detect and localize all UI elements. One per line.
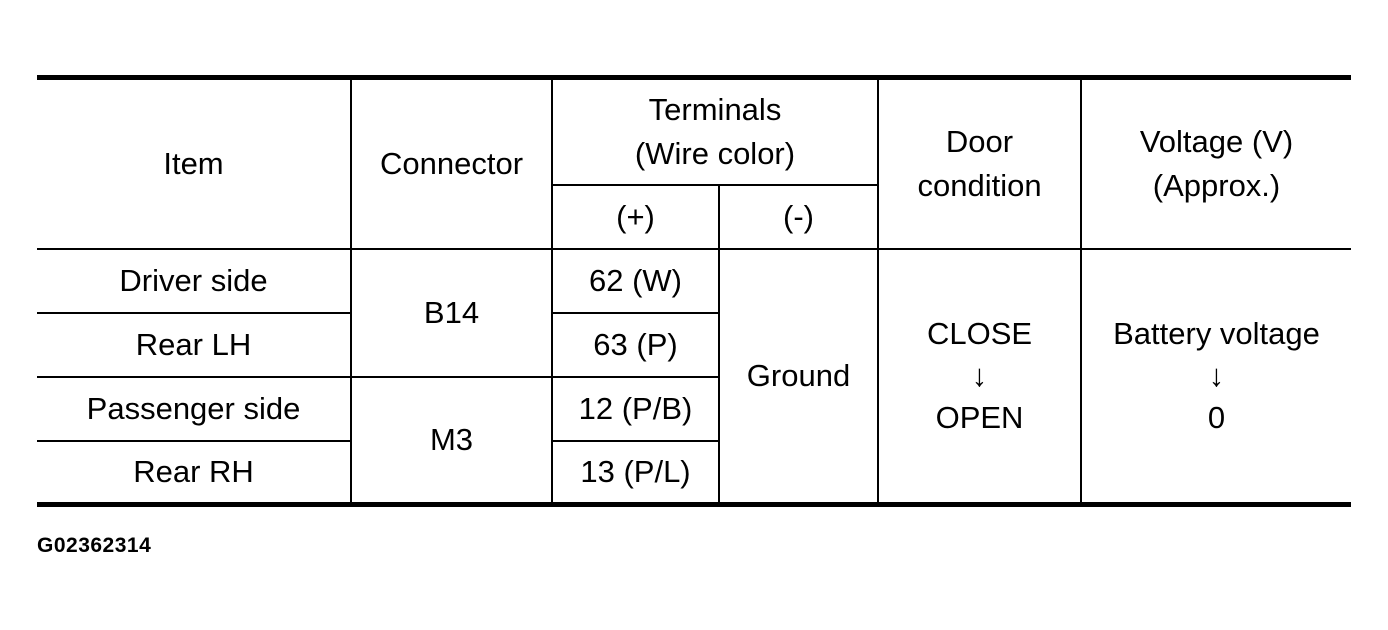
header-connector: Connector — [350, 76, 553, 250]
header-door-condition: Door condition — [877, 76, 1083, 250]
header-voltage-line2: (Approx.) — [1152, 167, 1281, 203]
header-terminals-line1: Terminals — [648, 91, 782, 127]
table-row: Rear LH 63 (P) — [37, 311, 1351, 378]
subheader-row: (+) (-) — [37, 183, 1351, 250]
header-terminal-plus: (+) — [552, 183, 720, 250]
header-row: Item Connector Terminals (Wire color) Do… — [37, 76, 1352, 250]
down-arrow-icon: ↓ — [971, 357, 988, 393]
terminal-minus-cell: Ground — [717, 247, 880, 506]
header-item: Item — [37, 76, 352, 250]
terminal-plus-cell: 63 (P) — [551, 311, 720, 378]
voltage-cell: Battery voltage ↓ 0 — [1080, 247, 1352, 506]
table-row: Rear RH 13 (P/L) — [37, 439, 1351, 506]
door-condition-cell: CLOSE ↓ OPEN — [877, 247, 1083, 506]
table-row: Driver side B14 62 (W) Ground CLOSE ↓ OP… — [37, 247, 1352, 506]
terminal-plus-cell: 12 (P/B) — [551, 375, 720, 442]
down-arrow-icon: ↓ — [1208, 357, 1225, 393]
voltage-to: 0 — [1207, 399, 1226, 435]
header-terminals-line2: (Wire color) — [634, 135, 796, 171]
item-cell: Driver side — [37, 247, 352, 314]
header-door-line2: condition — [917, 167, 1042, 203]
header-voltage-line1: Voltage (V) — [1139, 123, 1294, 159]
header-door-line1: Door — [945, 123, 1014, 159]
door-condition-to: OPEN — [935, 399, 1024, 435]
header-terminal-minus: (-) — [717, 183, 880, 250]
header-terminals: Terminals (Wire color) — [550, 76, 880, 186]
terminal-plus-cell: 62 (W) — [551, 247, 720, 314]
terminal-plus-cell: 13 (P/L) — [551, 439, 720, 506]
door-condition-from: CLOSE — [926, 315, 1033, 351]
header-voltage: Voltage (V) (Approx.) — [1080, 76, 1352, 250]
item-cell: Rear RH — [37, 439, 352, 506]
figure-code: G02362314 — [37, 534, 152, 557]
item-cell: Rear LH — [37, 311, 352, 378]
voltage-from: Battery voltage — [1113, 315, 1320, 351]
door-switch-spec-table: Item Connector Terminals (Wire color) Do… — [37, 75, 1352, 507]
item-cell: Passenger side — [37, 375, 352, 442]
table-row: Passenger side M3 12 (P/B) — [37, 375, 1351, 506]
connector-cell: B14 — [350, 247, 553, 378]
connector-cell: M3 — [350, 375, 553, 506]
